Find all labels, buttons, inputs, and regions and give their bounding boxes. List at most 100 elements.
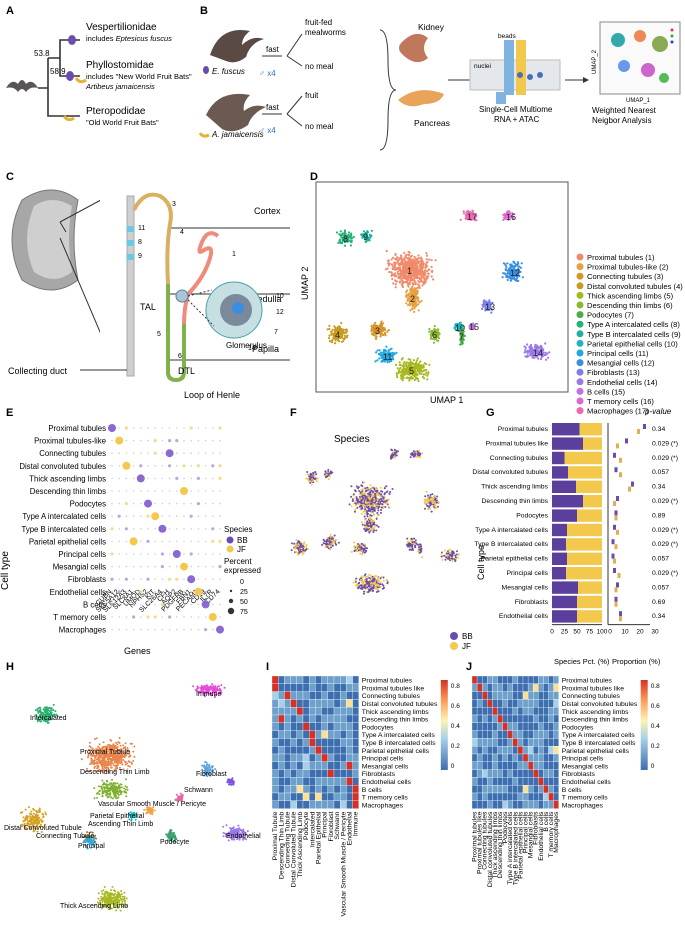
umap-f-point [327,468,330,471]
bar-g-box-bb [613,524,616,530]
umap-d-point [378,349,381,352]
umap-f-point [360,512,363,515]
umap-f-point [358,495,361,498]
dot-plot-point [176,502,178,505]
dot-plot-point [189,552,193,556]
dot-plot-point [140,628,142,631]
umap-h-point [214,685,217,688]
bar-g-pvalue: 0.029 (*) [652,570,678,577]
bar-g-box-bb [611,539,615,545]
umap-f-point [451,555,453,558]
umap-f-point [411,541,414,544]
dot-plot-celltype: Connecting tubules [39,449,106,458]
umap-d-point [406,267,409,270]
umap-d-point [391,277,394,280]
umap-f-point [430,502,433,505]
dot-plot-point [160,602,164,607]
dot-plot-point [117,590,121,594]
umap-d-point [343,328,347,331]
umap-f-point [367,573,370,576]
dot-plot-celltype: Endothelial cells [50,588,106,597]
dot-plot-ylabel: Cell type [0,551,11,590]
umap-f-point [374,497,377,500]
umap-f-point [364,526,367,529]
umap-f-point [377,581,380,584]
umap-f-point [376,591,378,593]
dot-plot-point [118,628,120,631]
umap-f-point [368,491,371,494]
umap-d-point [409,266,412,269]
umap-f-point [361,507,364,509]
umap-d-point [408,274,411,277]
beads-label: beads [498,33,516,40]
dot-plot-point [212,591,214,593]
umap-f-point [393,456,396,459]
umap-d-point [403,251,406,254]
dot-plot-point [204,616,207,618]
bar-g-box-bb [614,596,618,602]
umap-d-point [426,378,429,381]
umap-h-point [121,763,124,766]
insect-icon [66,71,74,81]
umap-f-point [364,579,366,582]
umap-f-point [386,581,389,584]
dot-plot-point [140,439,142,442]
dot-plot-point [197,439,200,442]
umap-d-point [526,343,529,346]
umap-d-point [374,360,377,363]
umap-f-point [426,502,429,505]
bar-g-box-bb [616,496,619,501]
umap-h-point [54,710,57,713]
legend-pct-title: Percent [224,557,252,566]
intercalated-segment [127,226,134,232]
umap-f-point [370,519,373,522]
umap-d-cluster-number: 16 [506,212,516,222]
dot-plot-point [129,537,138,546]
dot-plot-point [111,439,113,442]
umap-d-point [331,332,334,335]
umap-f-point [316,477,319,480]
umap-d-point [408,302,411,305]
dot-plot-point [183,439,185,442]
umap-d-point [423,369,426,372]
umap-f-point [431,499,434,502]
umap-f-point [382,579,385,582]
umap-d-point [400,273,403,276]
umap-d-point [411,282,414,285]
dot-plot-point [161,465,164,467]
umap-d-point [390,258,393,261]
dot-plot-point [111,540,113,543]
dot-plot-point [168,565,171,568]
umap-d-point [396,376,399,379]
umap-d-point [378,357,381,360]
umap-f-point [366,522,368,525]
umap-d-point [411,308,414,311]
umap-d-point [419,263,422,266]
umap-d-cluster-number: 15 [469,322,479,332]
umap-f-point [374,504,377,507]
umap-f-point [337,541,340,544]
umap-h-point [206,686,209,689]
umap-h-point [41,712,44,715]
umap-d-point [412,359,415,362]
dot-plot-point [160,552,164,556]
anat-num: 12 [276,309,284,316]
bar-g-box-jf [619,472,622,478]
umap-d-legend-swatch [576,397,584,405]
umap-h-point [96,796,99,799]
dot-plot-point [212,452,214,455]
umap-d-point [425,363,428,366]
dot-plot-point [218,539,222,544]
bar-g-box-jf [614,587,618,593]
dot-plot-point [140,565,142,568]
umap-f-point [353,545,356,548]
dot-plot-point [125,553,128,555]
umap-f-point [419,452,422,455]
umap-d-point [374,321,377,324]
umap-f-point [431,501,434,504]
umap-f-points [290,448,460,595]
umap-f-point [354,504,357,507]
umap-d-point [414,287,418,290]
umap-d-point [372,326,375,329]
bar-g-box-bb [625,438,628,444]
